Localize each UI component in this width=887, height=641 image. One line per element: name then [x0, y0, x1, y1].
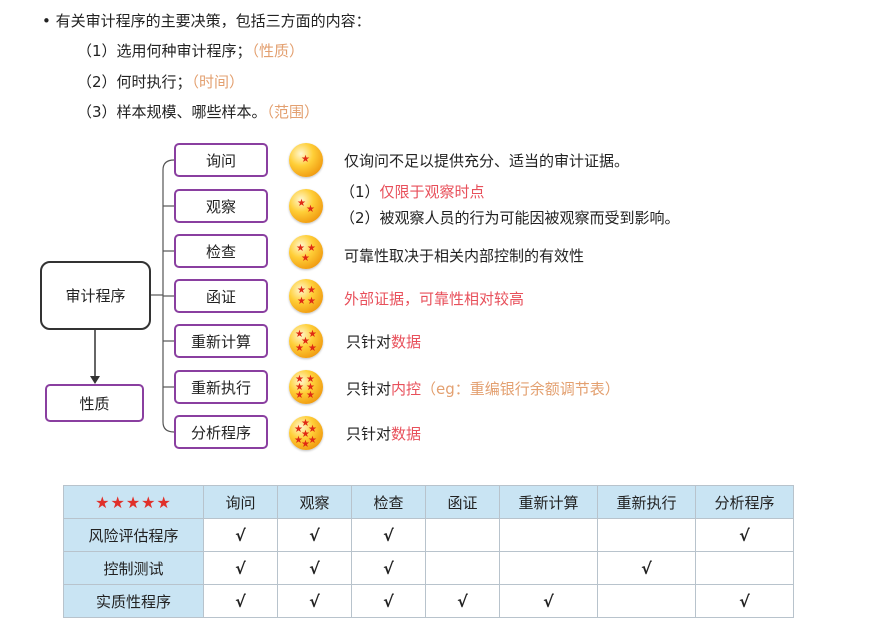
- desc-highlight: 数据: [391, 333, 422, 351]
- column-header: 函证: [425, 485, 500, 519]
- intro-item-3: （3）样本规模、哪些样本。（范围）: [77, 102, 319, 122]
- intro-item-note: （范围）: [266, 103, 320, 121]
- desc-text: 只针对: [346, 380, 392, 398]
- table-cell: √: [351, 551, 426, 585]
- desc-observe-2: （2）被观察人员的行为可能因被观察而受到影响。: [340, 208, 680, 228]
- intro-item-note: （时间）: [191, 73, 245, 91]
- row-header: 控制测试: [63, 551, 204, 585]
- two-star-ball-icon: ★★: [289, 189, 323, 223]
- desc-text: （1）: [340, 183, 380, 201]
- intro-item-2: （2）何时执行；（时间）: [77, 72, 244, 92]
- table-cell: √: [695, 518, 794, 552]
- five-star-ball-icon: ★★★★★: [289, 324, 323, 358]
- desc-highlight: 仅限于观察时点: [379, 183, 485, 201]
- method-label: 重新计算: [190, 332, 251, 351]
- column-header: 重新执行: [597, 485, 696, 519]
- row-header: 实质性程序: [63, 584, 204, 618]
- three-star-ball-icon: ★★★: [289, 235, 323, 269]
- intro-item-text: （1）选用何种审计程序；: [77, 42, 252, 60]
- column-header: 分析程序: [695, 485, 794, 519]
- one-star-ball-icon: ★: [289, 143, 323, 177]
- seven-star-ball-icon: ★★★★★★★: [289, 416, 323, 450]
- table-cell: √: [695, 584, 794, 618]
- desc-analytic: 只针对数据: [346, 424, 421, 444]
- child-label: 性质: [79, 394, 110, 413]
- method-reperform: 重新执行: [174, 370, 268, 404]
- method-label: 观察: [205, 197, 236, 216]
- method-inquiry: 询问: [174, 143, 268, 177]
- intro-item-note: （性质）: [251, 42, 305, 60]
- table-cell: √: [597, 551, 696, 585]
- method-label: 询问: [205, 151, 236, 170]
- desc-observe-1: （1）仅限于观察时点: [340, 182, 485, 202]
- method-recalculate: 重新计算: [174, 324, 268, 358]
- desc-highlight: 外部证据，可靠性相对较高: [344, 290, 525, 308]
- intro-item-text: （2）何时执行；: [77, 73, 192, 91]
- method-label: 函证: [205, 287, 236, 306]
- table-cell: √: [277, 551, 352, 585]
- table-cell: [499, 551, 598, 585]
- column-header: 检查: [351, 485, 426, 519]
- table-cell: √: [499, 584, 598, 618]
- desc-highlight: 数据: [391, 425, 422, 443]
- rating-stars: ★★★★★: [63, 485, 204, 519]
- procedure-matrix-table: ★★★★★ 询问 观察 检查 函证 重新计算 重新执行 分析程序 风险评估程序 …: [63, 485, 794, 618]
- method-label: 检查: [205, 242, 236, 261]
- desc-inspect: 可靠性取决于相关内部控制的有效性: [344, 246, 584, 266]
- method-label: 分析程序: [190, 423, 251, 442]
- method-observe: 观察: [174, 189, 268, 223]
- table-cell: √: [351, 518, 426, 552]
- intro-title: 有关审计程序的主要决策，包括三方面的内容：: [55, 12, 371, 30]
- method-confirm: 函证: [174, 279, 268, 313]
- desc-text: 仅询问不足以提供充分、适当的审计证据。: [344, 152, 630, 170]
- desc-text: （2）被观察人员的行为可能因被观察而受到影响。: [340, 209, 680, 227]
- six-star-ball-icon: ★★★★★★: [289, 370, 323, 404]
- child-node: 性质: [45, 384, 144, 422]
- desc-confirm: 外部证据，可靠性相对较高: [344, 289, 524, 309]
- table-cell: [499, 518, 598, 552]
- bullet: •: [42, 12, 51, 30]
- desc-reperform: 只针对内控（eg：重编银行余额调节表）: [346, 379, 620, 399]
- table-row: 控制测试 √ √ √ √: [63, 551, 794, 585]
- table-header-row: ★★★★★ 询问 观察 检查 函证 重新计算 重新执行 分析程序: [63, 485, 794, 519]
- table-cell: √: [203, 584, 278, 618]
- table-cell: [425, 518, 500, 552]
- table-row: 风险评估程序 √ √ √ √: [63, 518, 794, 552]
- row-header: 风险评估程序: [63, 518, 204, 552]
- table-cell: √: [351, 584, 426, 618]
- table-cell: [695, 551, 794, 585]
- four-star-ball-icon: ★★★★: [289, 279, 323, 313]
- intro-item-1: （1）选用何种审计程序；（性质）: [77, 41, 304, 61]
- table-cell: √: [203, 551, 278, 585]
- table-cell: [425, 551, 500, 585]
- method-label: 重新执行: [190, 378, 251, 397]
- column-header: 询问: [203, 485, 278, 519]
- root-label: 审计程序: [65, 287, 126, 305]
- table-cell: [597, 584, 696, 618]
- table-cell: [597, 518, 696, 552]
- desc-text: 只针对: [346, 333, 392, 351]
- desc-note: （eg：重编银行余额调节表）: [421, 380, 620, 398]
- table-cell: √: [425, 584, 500, 618]
- column-header: 观察: [277, 485, 352, 519]
- intro-heading: • 有关审计程序的主要决策，包括三方面的内容：: [42, 11, 371, 31]
- desc-inquiry: 仅询问不足以提供充分、适当的审计证据。: [344, 151, 629, 171]
- table-cell: √: [277, 518, 352, 552]
- desc-text: 可靠性取决于相关内部控制的有效性: [344, 247, 585, 265]
- method-inspect: 检查: [174, 234, 268, 268]
- desc-recalculate: 只针对数据: [346, 332, 421, 352]
- table-cell: √: [277, 584, 352, 618]
- diagram-connectors: [90, 159, 175, 433]
- desc-text: 只针对: [346, 425, 392, 443]
- desc-highlight: 内控: [391, 380, 422, 398]
- column-header: 重新计算: [499, 485, 598, 519]
- intro-item-text: （3）样本规模、哪些样本。: [77, 103, 267, 121]
- method-analytic: 分析程序: [174, 415, 268, 449]
- root-node: 审计程序: [40, 261, 151, 330]
- table-cell: √: [203, 518, 278, 552]
- table-row: 实质性程序 √ √ √ √ √ √: [63, 584, 794, 618]
